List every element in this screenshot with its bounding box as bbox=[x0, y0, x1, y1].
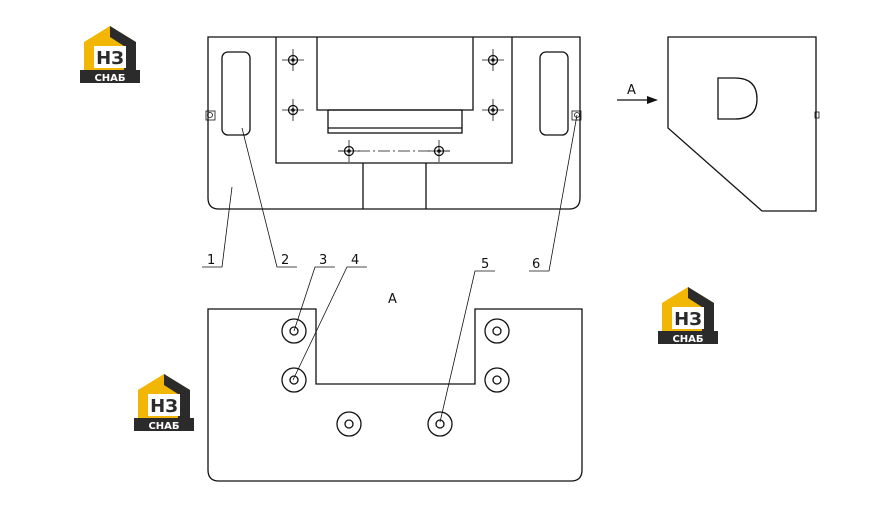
logo-bottom-text: СНАБ bbox=[94, 73, 125, 84]
front-view-outline bbox=[207, 36, 581, 210]
counterbore-hole bbox=[484, 318, 510, 344]
logo-top-text: НЗ bbox=[150, 396, 178, 417]
view-arrow-label: A bbox=[627, 83, 636, 98]
part-label-5: 5 bbox=[481, 257, 489, 272]
counterbore-hole bbox=[336, 411, 362, 437]
view-a-holes bbox=[281, 318, 510, 437]
logos: НЗ СНАБ НЗ СНАБ НЗ СНАБ bbox=[80, 26, 718, 432]
front-view bbox=[205, 36, 582, 210]
front-view-slot bbox=[275, 37, 513, 164]
logo-top-text: НЗ bbox=[674, 309, 702, 330]
part-label-1: 1 bbox=[207, 253, 215, 268]
part-label-3: 3 bbox=[319, 253, 327, 268]
part-label-2: 2 bbox=[281, 253, 289, 268]
front-view-stem bbox=[362, 163, 427, 209]
view-a-title: A bbox=[388, 292, 397, 307]
side-view: A bbox=[617, 36, 820, 212]
bolt-mark bbox=[482, 49, 504, 71]
counterbore-hole bbox=[484, 367, 510, 393]
bolt-mark bbox=[482, 99, 504, 121]
logo-bottom-text: СНАБ bbox=[672, 334, 703, 345]
front-view-bolts bbox=[282, 49, 504, 162]
view-arrow-head bbox=[647, 96, 658, 104]
view-a-outline bbox=[207, 308, 583, 482]
bolt-mark bbox=[282, 49, 304, 71]
front-view-step-left bbox=[316, 37, 474, 111]
side-screw-left bbox=[205, 110, 216, 121]
brand-logo: НЗ СНАБ bbox=[80, 26, 140, 84]
front-view-block bbox=[327, 109, 463, 134]
counterbore-hole bbox=[281, 318, 307, 344]
front-view-oval-right bbox=[539, 51, 569, 136]
counterbore-hole bbox=[427, 411, 453, 437]
logo-bottom-text: СНАБ bbox=[148, 421, 179, 432]
part-label-4: 4 bbox=[351, 253, 359, 268]
brand-logo: НЗ СНАБ bbox=[658, 287, 718, 345]
brand-logo: НЗ СНАБ bbox=[134, 374, 194, 432]
view-a: A bbox=[207, 292, 583, 482]
logo-top-text: НЗ bbox=[96, 48, 124, 69]
side-view-d-shape bbox=[717, 77, 758, 120]
counterbore-hole bbox=[281, 367, 307, 393]
leader-lines bbox=[202, 114, 578, 423]
bolt-mark bbox=[282, 99, 304, 121]
side-view-outline bbox=[667, 36, 817, 212]
part-label-6: 6 bbox=[532, 257, 540, 272]
front-view-oval-left bbox=[221, 51, 251, 136]
part-labels: 1 2 3 4 5 6 bbox=[207, 253, 540, 272]
